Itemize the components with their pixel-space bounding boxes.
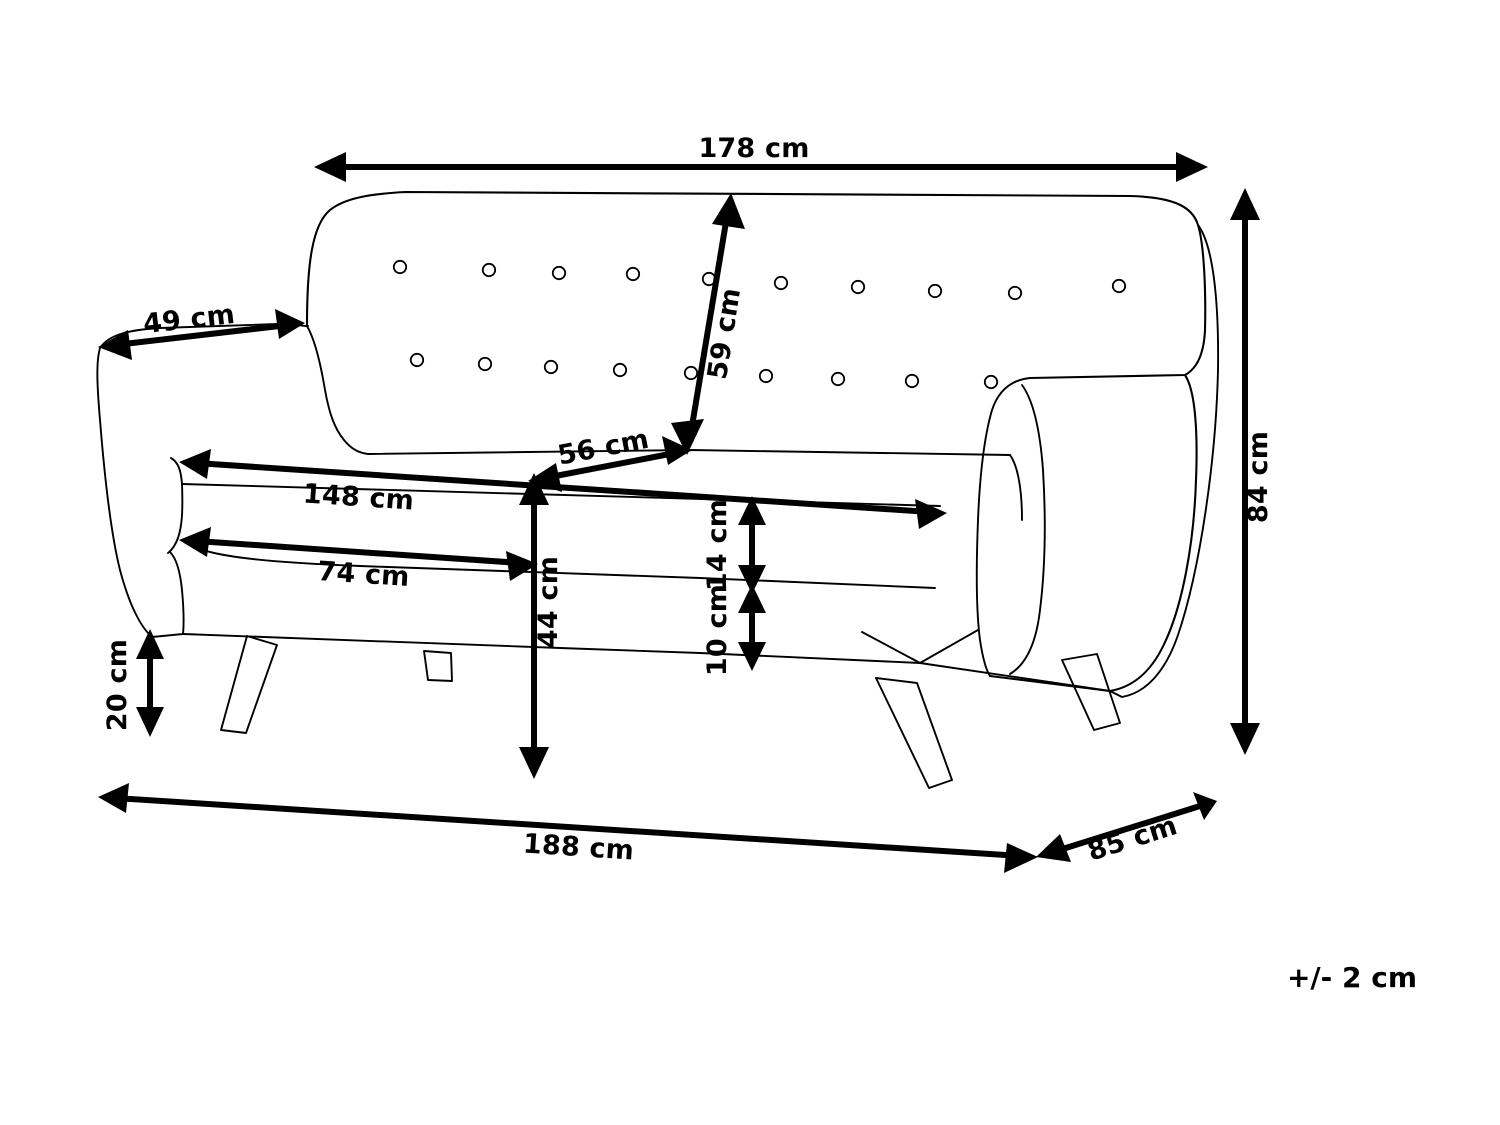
tuft-button — [758, 368, 774, 384]
dimension-seat-width-74: 74 cm — [179, 527, 538, 593]
label-width-178: 178 cm — [698, 133, 809, 164]
seat-right-edge — [1009, 454, 1023, 521]
left-armrest-inner-curve — [167, 457, 184, 554]
label-base-width-188: 188 cm — [522, 828, 635, 866]
right-armrest-outer-fold — [1109, 224, 1220, 698]
label-depth-85: 85 cm — [1084, 810, 1181, 867]
backrest-outline — [305, 190, 1207, 380]
tuft-button — [409, 352, 425, 368]
tuft-button — [1111, 278, 1127, 294]
tuft-button — [392, 259, 408, 275]
left-armrest-inner-roll — [306, 325, 369, 455]
dimension-seat-width-148: 148 cm — [179, 449, 947, 529]
left-armrest-top-face — [99, 322, 309, 349]
left-armrest-lower-front — [151, 551, 185, 638]
dimension-seat-depth-56: 56 cm — [528, 424, 692, 492]
label-backrest-59: 59 cm — [702, 286, 747, 382]
rear-right-leg — [1061, 653, 1121, 731]
base-bottom-line — [182, 633, 921, 664]
tuft-button — [927, 283, 943, 299]
rear-left-leg — [423, 650, 453, 682]
rear-bottom-apex-left — [861, 631, 921, 664]
tufting-row-bottom — [409, 352, 999, 390]
dimension-armrest-49: 49 cm — [98, 299, 305, 360]
dimension-height-84: 84 cm — [1230, 188, 1274, 755]
tolerance-note: +/- 2 cm — [1287, 961, 1417, 994]
left-armrest-outer — [96, 347, 152, 637]
label-seat-width-148: 148 cm — [302, 478, 415, 516]
label-height-84: 84 cm — [1243, 431, 1274, 523]
tuft-button — [477, 356, 493, 372]
dimension-leg-20: 20 cm — [102, 629, 164, 737]
tuft-button — [551, 265, 567, 281]
tuft-button — [625, 266, 641, 282]
dimension-base-width-188: 188 cm — [98, 783, 1038, 873]
label-seat-width-74: 74 cm — [317, 556, 411, 593]
right-armrest-outer — [988, 373, 1198, 693]
label-cushion-14: 14 cm — [702, 499, 733, 591]
tuft-button — [983, 374, 999, 390]
tuft-button — [850, 279, 866, 295]
right-base-edge — [919, 662, 1111, 692]
rear-bottom-apex-right — [919, 629, 979, 664]
tuft-button — [830, 371, 846, 387]
label-leg-20: 20 cm — [102, 639, 133, 731]
tuft-button — [481, 262, 497, 278]
dimension-seat-height-44: 44 cm — [519, 473, 564, 779]
tufting-row-top — [392, 259, 1127, 301]
dimension-base-10: 10 cm — [702, 584, 766, 676]
front-left-leg — [220, 635, 278, 734]
tuft-button — [612, 362, 628, 378]
tuft-button — [543, 359, 559, 375]
tuft-button — [683, 365, 699, 381]
tuft-button — [904, 373, 920, 389]
dimension-width-178: 178 cm — [314, 133, 1208, 182]
right-armrest-inner — [975, 377, 1031, 677]
dimension-depth-85: 85 cm — [1036, 792, 1217, 868]
front-right-leg — [875, 677, 953, 789]
dimension-cushion-14: 14 cm — [702, 496, 766, 594]
label-base-10: 10 cm — [702, 584, 733, 676]
label-seat-height-44: 44 cm — [533, 556, 564, 648]
tuft-button — [1007, 285, 1023, 301]
right-armrest-inner-fold — [1009, 384, 1046, 675]
sofa-outline-group — [96, 190, 1220, 789]
tuft-button — [773, 275, 789, 291]
dimension-backrest-59: 59 cm — [671, 193, 747, 455]
